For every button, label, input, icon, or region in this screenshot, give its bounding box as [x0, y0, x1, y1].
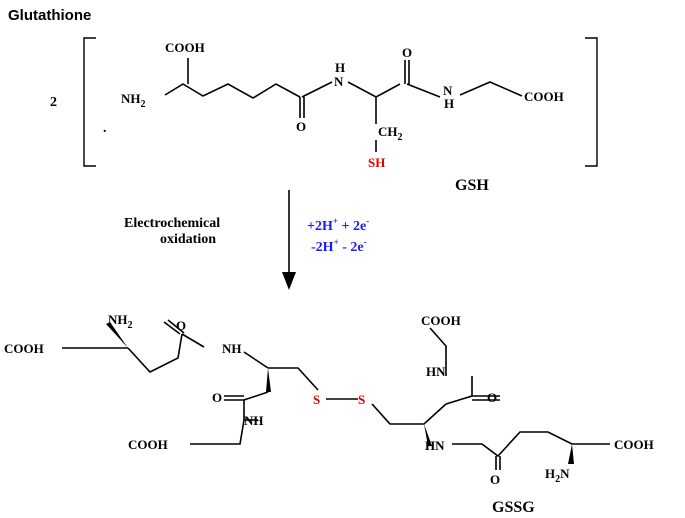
gsh-name: GSH: [455, 177, 489, 194]
gsh-o-2: O: [402, 45, 412, 60]
gssg-chain-left: [127, 333, 183, 373]
gsh-chain-bond-2: [347, 81, 401, 98]
gssg-carbonyl-c-chain: [445, 376, 473, 405]
diagram-title: Glutathione: [8, 7, 91, 24]
gssg-hn-c: HN: [426, 364, 446, 379]
gssg-cooh-left: COOH: [4, 341, 44, 356]
gssg-nh2-top: NH2: [108, 312, 133, 331]
condition-line-1: Electrochemical: [124, 216, 220, 231]
gsh-chain-bond: [164, 83, 301, 99]
gssg-s2: S: [358, 392, 365, 407]
gssg-ch2-left: [268, 367, 319, 391]
gsh-cooh-top: COOH: [165, 40, 205, 55]
gssg-structure: NH2 COOH O NH O NH COOH S S COOH HN O HN…: [4, 312, 654, 487]
gssg-chain-right: [452, 431, 573, 458]
gssg-o-c: O: [487, 390, 497, 405]
gsh-nh-2-h: H: [444, 96, 454, 111]
gssg-name: GSSG: [492, 499, 535, 516]
reverse-reagents: -2H+ - 2e-: [311, 237, 367, 255]
gssg-carbonyl-d: [495, 456, 501, 470]
gssg-o-a: O: [176, 318, 186, 333]
gssg-wedge-4: [568, 444, 574, 464]
gssg-wedge-2: [266, 368, 271, 392]
gsh-o-1: O: [296, 119, 306, 134]
left-bracket: [83, 37, 96, 167]
coefficient: 2: [50, 95, 57, 110]
gsh-ch2: CH2: [378, 124, 403, 143]
gsh-amide-bond-1: [301, 81, 333, 98]
gssg-ch2-right: [371, 403, 447, 425]
gsh-amide-bond-2: [406, 83, 441, 98]
gssg-amide-a: [181, 333, 205, 348]
forward-reagents: +2H+ + 2e-: [307, 216, 369, 234]
gssg-hn-d: HN: [425, 438, 445, 453]
gssg-h2n: H2N: [545, 466, 570, 485]
gssg-carbonyl-b: [224, 395, 244, 401]
gssg-nh-a: NH: [222, 341, 242, 356]
gssg-o-b: O: [212, 390, 222, 405]
gssg-wedge-1: [106, 322, 128, 348]
gssg-carbonyl-a: [163, 319, 185, 335]
gssg-o-d: O: [490, 472, 500, 487]
gssg-cooh-top-right: COOH: [421, 313, 461, 328]
gssg-cooh-bottom-left: COOH: [128, 437, 168, 452]
gsh-carbonyl-1: [299, 97, 305, 118]
dot: .: [103, 121, 107, 136]
gssg-wedge-3: [424, 424, 432, 446]
gsh-cooh-right: COOH: [524, 89, 564, 104]
gssg-nh-b: NH: [244, 413, 264, 428]
gssg-nh-a-bond: [243, 351, 269, 369]
gsh-nh-1-h: H: [335, 60, 345, 75]
gsh-nh2: NH2: [121, 91, 146, 110]
gsh-carbonyl-2: [404, 60, 410, 84]
gssg-glycine-left: [190, 419, 245, 445]
gsh-glycine-bond: [459, 81, 523, 97]
gsh-nh-1-n: N: [334, 74, 344, 89]
gssg-glycine-right: [429, 327, 447, 376]
gsh-structure: COOH NH2 H N O O N H COOH CH2 SH: [121, 40, 564, 170]
gssg-carbonyl-c: [472, 395, 500, 401]
gssg-cooh-right: COOH: [614, 437, 654, 452]
right-bracket: [585, 37, 598, 167]
gssg-s1: S: [313, 392, 320, 407]
gsh-nh-2-n: N: [443, 83, 453, 98]
condition-line-2: oxidation: [160, 232, 216, 247]
reaction-arrow: [282, 190, 296, 290]
gsh-sh: SH: [368, 155, 385, 170]
